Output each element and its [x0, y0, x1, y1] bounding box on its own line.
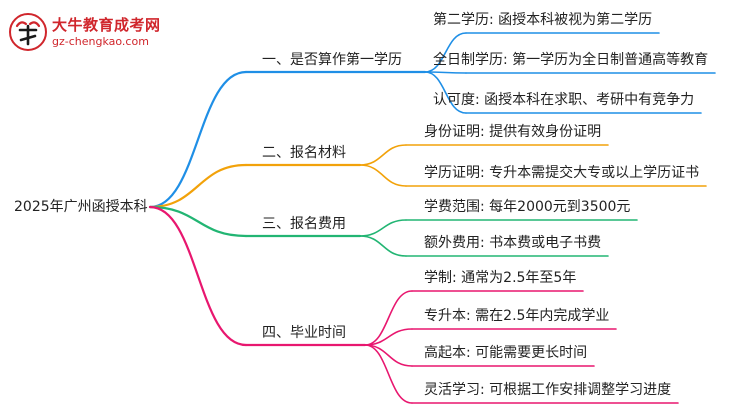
- leaf-label: 全日制学历: 第一学历为全日制普通高等教育: [433, 52, 709, 68]
- leaf-curve: [364, 290, 413, 346]
- leaf-curve: [359, 144, 407, 166]
- branch-curve: [148, 205, 248, 347]
- leaf-curve: [424, 71, 467, 114]
- leaf-curve: [424, 32, 467, 73]
- branch-curve: [148, 205, 248, 238]
- leaf-label: 认可度: 函授本科在求职、考研中有竞争力: [433, 92, 695, 108]
- leaf-label: 灵活学习: 可根据工作安排调整学习进度: [424, 382, 672, 398]
- watermark-brand: 大牛教育成考网: [52, 16, 161, 34]
- branch-curve: [148, 70, 248, 209]
- branch-label: 四、毕业时间: [262, 325, 346, 341]
- leaf-curve: [359, 219, 407, 237]
- leaf-curve: [359, 235, 407, 257]
- branch-label: 三、报名费用: [262, 216, 346, 232]
- leaf-label: 学费范围: 每年2000元到3500元: [424, 199, 631, 215]
- leaf-label: 第二学历: 函授本科被视为第二学历: [433, 12, 653, 28]
- leaf-label: 额外费用: 书本费或电子书费: [424, 235, 602, 251]
- watermark-logo: 大牛教育成考网 gz-chengkao.com: [8, 10, 168, 56]
- watermark-url: gz-chengkao.com: [52, 35, 149, 48]
- branch-label: 二、报名材料: [262, 145, 346, 161]
- leaf-curve: [364, 328, 413, 346]
- leaf-label: 学历证明: 专升本需提交大专或以上学历证书: [424, 165, 700, 181]
- leaf-label: 身份证明: 提供有效身份证明: [424, 124, 602, 140]
- leaf-label: 学制: 通常为2.5年至5年: [424, 270, 577, 286]
- leaf-curve: [364, 344, 413, 404]
- leaf-curve: [364, 344, 413, 367]
- branch-label: 一、是否算作第一学历: [262, 52, 402, 68]
- root-node: 2025年广州函授本科: [14, 199, 148, 215]
- branch-curve: [148, 163, 248, 209]
- leaf-label: 专升本: 需在2.5年内完成学业: [424, 308, 610, 324]
- leaf-label: 高起本: 可能需要更长时间: [424, 345, 588, 361]
- bull-logo-icon: [9, 13, 47, 51]
- leaf-curve: [359, 164, 407, 187]
